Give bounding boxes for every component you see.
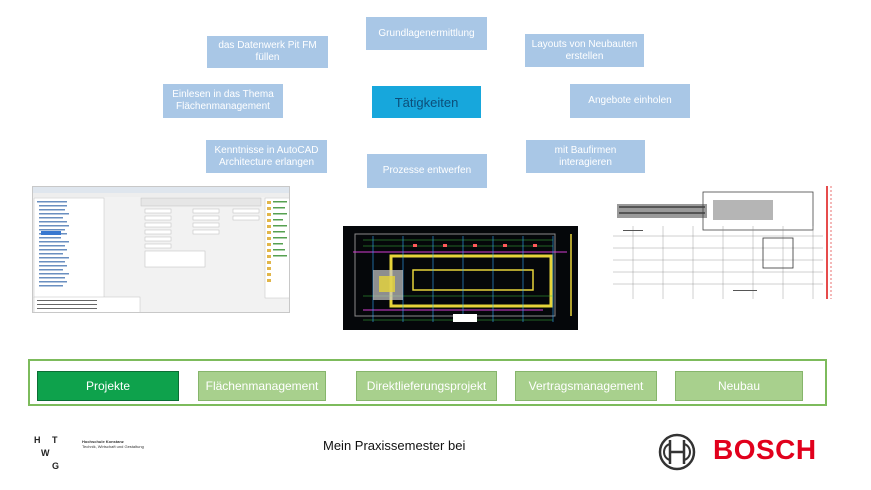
center-taetigkeiten: Tätigkeiten [372, 86, 481, 118]
htwg-letter-g: G [52, 461, 60, 471]
bubble-grundlagenermittlung: Grundlagenermittlung [366, 17, 487, 50]
bosch-wordmark: BOSCH [713, 434, 817, 465]
construction-plan-thumbnail [613, 186, 841, 299]
cad-floorplan-graphic [343, 226, 578, 330]
bubble-angebote: Angebote einholen [570, 84, 690, 118]
bosch-logo: BOSCH [657, 432, 837, 472]
bubble-baufirmen: mit Baufirmen interagieren [526, 140, 645, 173]
cad-floorplan-thumbnail [343, 226, 578, 330]
bubble-datenwerk: das Datenwerk Pit FM füllen [207, 36, 328, 68]
tab-direktlieferungsprojekt[interactable]: Direktlieferungsprojekt [356, 371, 497, 401]
tab-neubau[interactable]: Neubau [675, 371, 803, 401]
htwg-letter-h: H [34, 435, 41, 445]
htwg-text: Hochschule Konstanz Technik, Wirtschaft … [82, 439, 144, 449]
htwg-letters: H T W G [32, 433, 72, 473]
htwg-letter-w: W [41, 448, 50, 458]
bubble-einlesen: Einlesen in das Thema Flächenmanagement [163, 84, 283, 118]
tab-projekte[interactable]: Projekte [37, 371, 179, 401]
bosch-armature-icon [658, 433, 696, 471]
bubble-autocad: Kenntnisse in AutoCAD Architecture erlan… [206, 140, 327, 173]
tab-flaechenmanagement[interactable]: Flächenmanagement [198, 371, 326, 401]
htwg-name: Hochschule Konstanz [82, 439, 124, 444]
software-screenshot-graphic [33, 187, 289, 312]
software-screenshot-thumbnail [32, 186, 290, 313]
bubble-prozesse: Prozesse entwerfen [367, 154, 487, 188]
tab-bar: Projekte Flächenmanagement Direktlieferu… [28, 359, 827, 406]
tab-vertragsmanagement[interactable]: Vertragsmanagement [515, 371, 657, 401]
praxissemester-caption: Mein Praxissemester bei [323, 438, 466, 453]
bubble-layouts: Layouts von Neubauten erstellen [525, 34, 644, 67]
htwg-subtitle: Technik, Wirtschaft und Gestaltung [82, 444, 144, 449]
htwg-letter-t: T [52, 435, 58, 445]
htwg-logo: H T W G Hochschule Konstanz Technik, Wir… [32, 433, 152, 473]
construction-plan-graphic [613, 186, 841, 299]
